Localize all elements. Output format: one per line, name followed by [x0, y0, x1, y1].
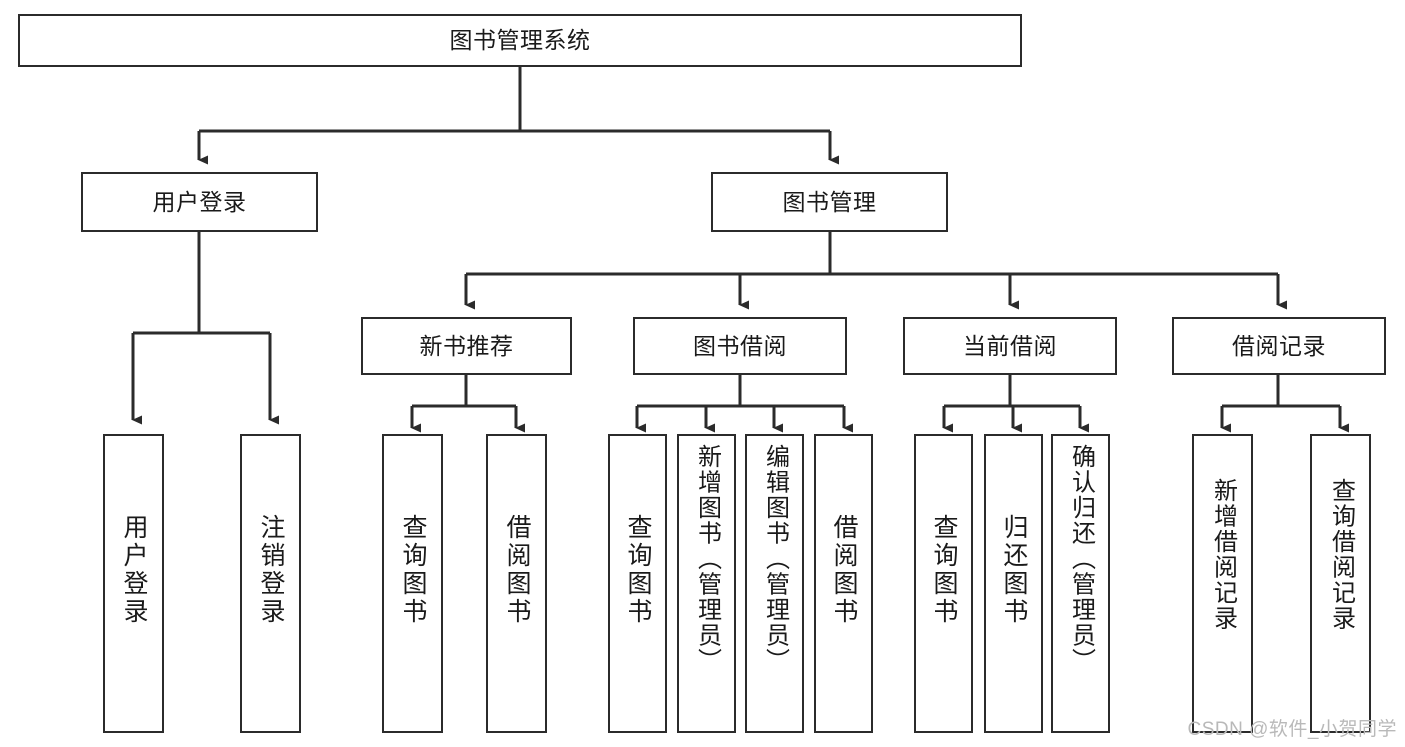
leaf-current-query-book-label: 查询图书: [930, 514, 958, 626]
leaf-borrow-edit-book[interactable]: 编辑图书（管理员）: [745, 434, 804, 733]
leaf-user-logout-label: 注销登录: [257, 514, 285, 626]
node-new-book-recommend-label: 新书推荐: [419, 332, 514, 359]
node-user-login-label: 用户登录: [152, 188, 247, 215]
leaf-current-confirm-return-label: 确认归还（管理员）: [1067, 444, 1095, 674]
leaf-record-add[interactable]: 新增借阅记录: [1192, 434, 1253, 733]
leaf-current-query-book[interactable]: 查询图书: [914, 434, 973, 733]
leaf-user-login-label: 用户登录: [120, 514, 148, 626]
leaf-borrow-add-book[interactable]: 新增图书（管理员）: [677, 434, 736, 733]
leaf-recommend-query-book[interactable]: 查询图书: [382, 434, 443, 733]
node-root-label: 图书管理系统: [449, 27, 591, 54]
node-new-book-recommend[interactable]: 新书推荐: [361, 317, 572, 375]
node-book-management-label: 图书管理: [782, 188, 877, 215]
leaf-recommend-borrow-book-label: 借阅图书: [503, 514, 531, 626]
leaf-current-return-book[interactable]: 归还图书: [984, 434, 1043, 733]
node-book-management[interactable]: 图书管理: [711, 172, 948, 232]
leaf-borrow-edit-book-label: 编辑图书（管理员）: [761, 444, 789, 674]
leaf-borrow-query-book-label: 查询图书: [624, 514, 652, 626]
node-current-borrow[interactable]: 当前借阅: [903, 317, 1117, 375]
leaf-current-confirm-return[interactable]: 确认归还（管理员）: [1051, 434, 1110, 733]
leaf-user-login[interactable]: 用户登录: [103, 434, 164, 733]
watermark: CSDN @软件_小贺同学: [1187, 719, 1397, 740]
leaf-record-query[interactable]: 查询借阅记录: [1310, 434, 1371, 733]
node-book-borrow[interactable]: 图书借阅: [633, 317, 847, 375]
node-borrow-record[interactable]: 借阅记录: [1172, 317, 1386, 375]
node-root[interactable]: 图书管理系统: [18, 14, 1022, 67]
leaf-user-logout[interactable]: 注销登录: [240, 434, 301, 733]
leaf-borrow-add-book-label: 新增图书（管理员）: [693, 444, 721, 674]
leaf-record-query-label: 查询借阅记录: [1327, 478, 1355, 631]
leaf-recommend-borrow-book[interactable]: 借阅图书: [486, 434, 547, 733]
leaf-record-add-label: 新增借阅记录: [1209, 478, 1237, 631]
node-borrow-record-label: 借阅记录: [1232, 332, 1326, 359]
leaf-borrow-query-book[interactable]: 查询图书: [608, 434, 667, 733]
leaf-borrow-borrow-book[interactable]: 借阅图书: [814, 434, 873, 733]
leaf-borrow-borrow-book-label: 借阅图书: [830, 514, 858, 626]
leaf-current-return-book-label: 归还图书: [1000, 514, 1028, 626]
leaf-recommend-query-book-label: 查询图书: [399, 514, 427, 626]
node-book-borrow-label: 图书借阅: [693, 332, 787, 359]
node-current-borrow-label: 当前借阅: [963, 332, 1057, 359]
node-user-login[interactable]: 用户登录: [81, 172, 318, 232]
